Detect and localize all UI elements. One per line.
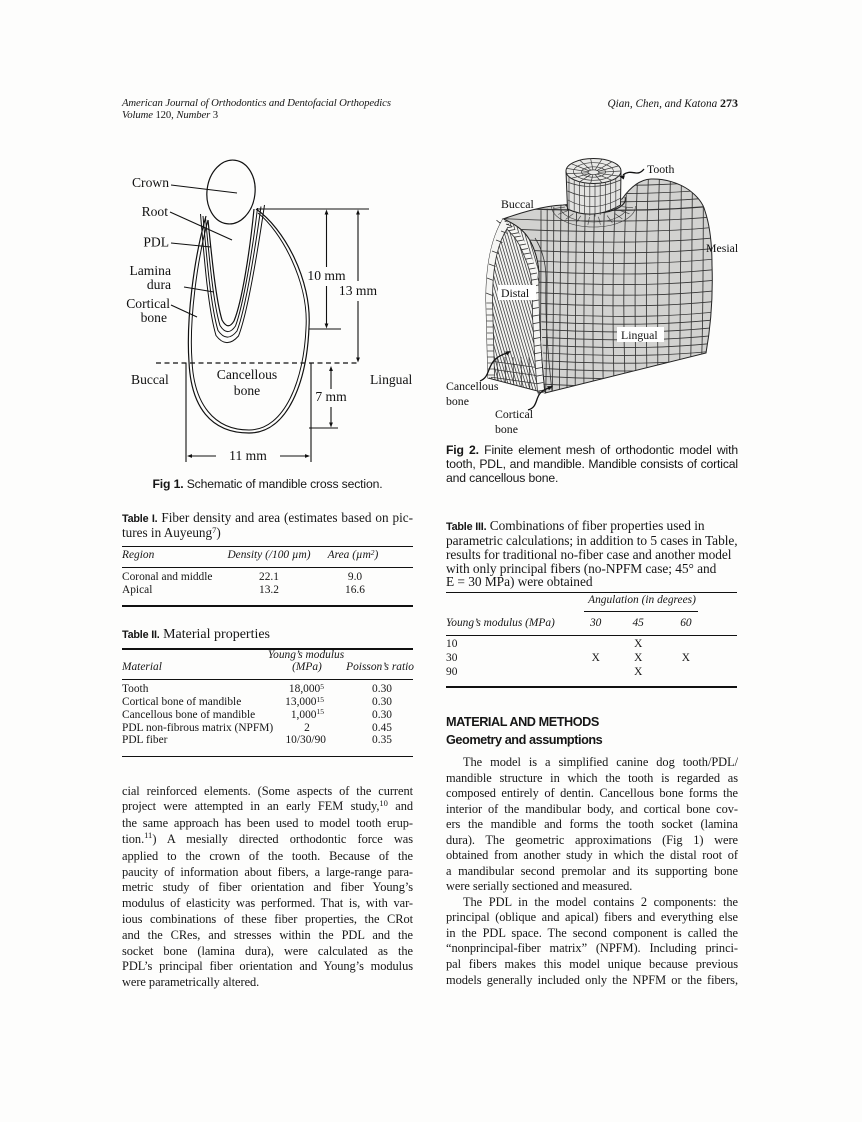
svg-text:Distal: Distal xyxy=(501,286,530,300)
svg-text:7 mm: 7 mm xyxy=(315,389,347,404)
svg-text:bone: bone xyxy=(141,310,167,325)
svg-text:bone: bone xyxy=(234,383,260,398)
svg-text:Cancellous: Cancellous xyxy=(217,367,277,382)
svg-text:bone: bone xyxy=(446,394,469,408)
svg-text:10 mm: 10 mm xyxy=(307,268,346,283)
svg-text:Lingual: Lingual xyxy=(621,328,658,342)
svg-text:bone: bone xyxy=(495,422,518,436)
svg-text:Cancellous: Cancellous xyxy=(446,379,499,393)
svg-text:Lamina: Lamina xyxy=(129,263,171,278)
svg-text:Cortical: Cortical xyxy=(126,296,170,311)
svg-text:Tooth: Tooth xyxy=(647,162,674,176)
svg-text:13 mm: 13 mm xyxy=(339,283,378,298)
svg-text:PDL: PDL xyxy=(143,235,169,250)
svg-text:11 mm: 11 mm xyxy=(229,448,267,463)
svg-text:Mesial: Mesial xyxy=(706,241,739,255)
svg-text:dura: dura xyxy=(147,277,171,292)
svg-text:Lingual: Lingual xyxy=(370,372,413,387)
svg-text:Cortical: Cortical xyxy=(495,407,534,421)
svg-text:Root: Root xyxy=(142,204,169,219)
svg-text:Buccal: Buccal xyxy=(131,372,169,387)
svg-text:Buccal: Buccal xyxy=(501,197,534,211)
svg-text:Crown: Crown xyxy=(132,175,169,190)
